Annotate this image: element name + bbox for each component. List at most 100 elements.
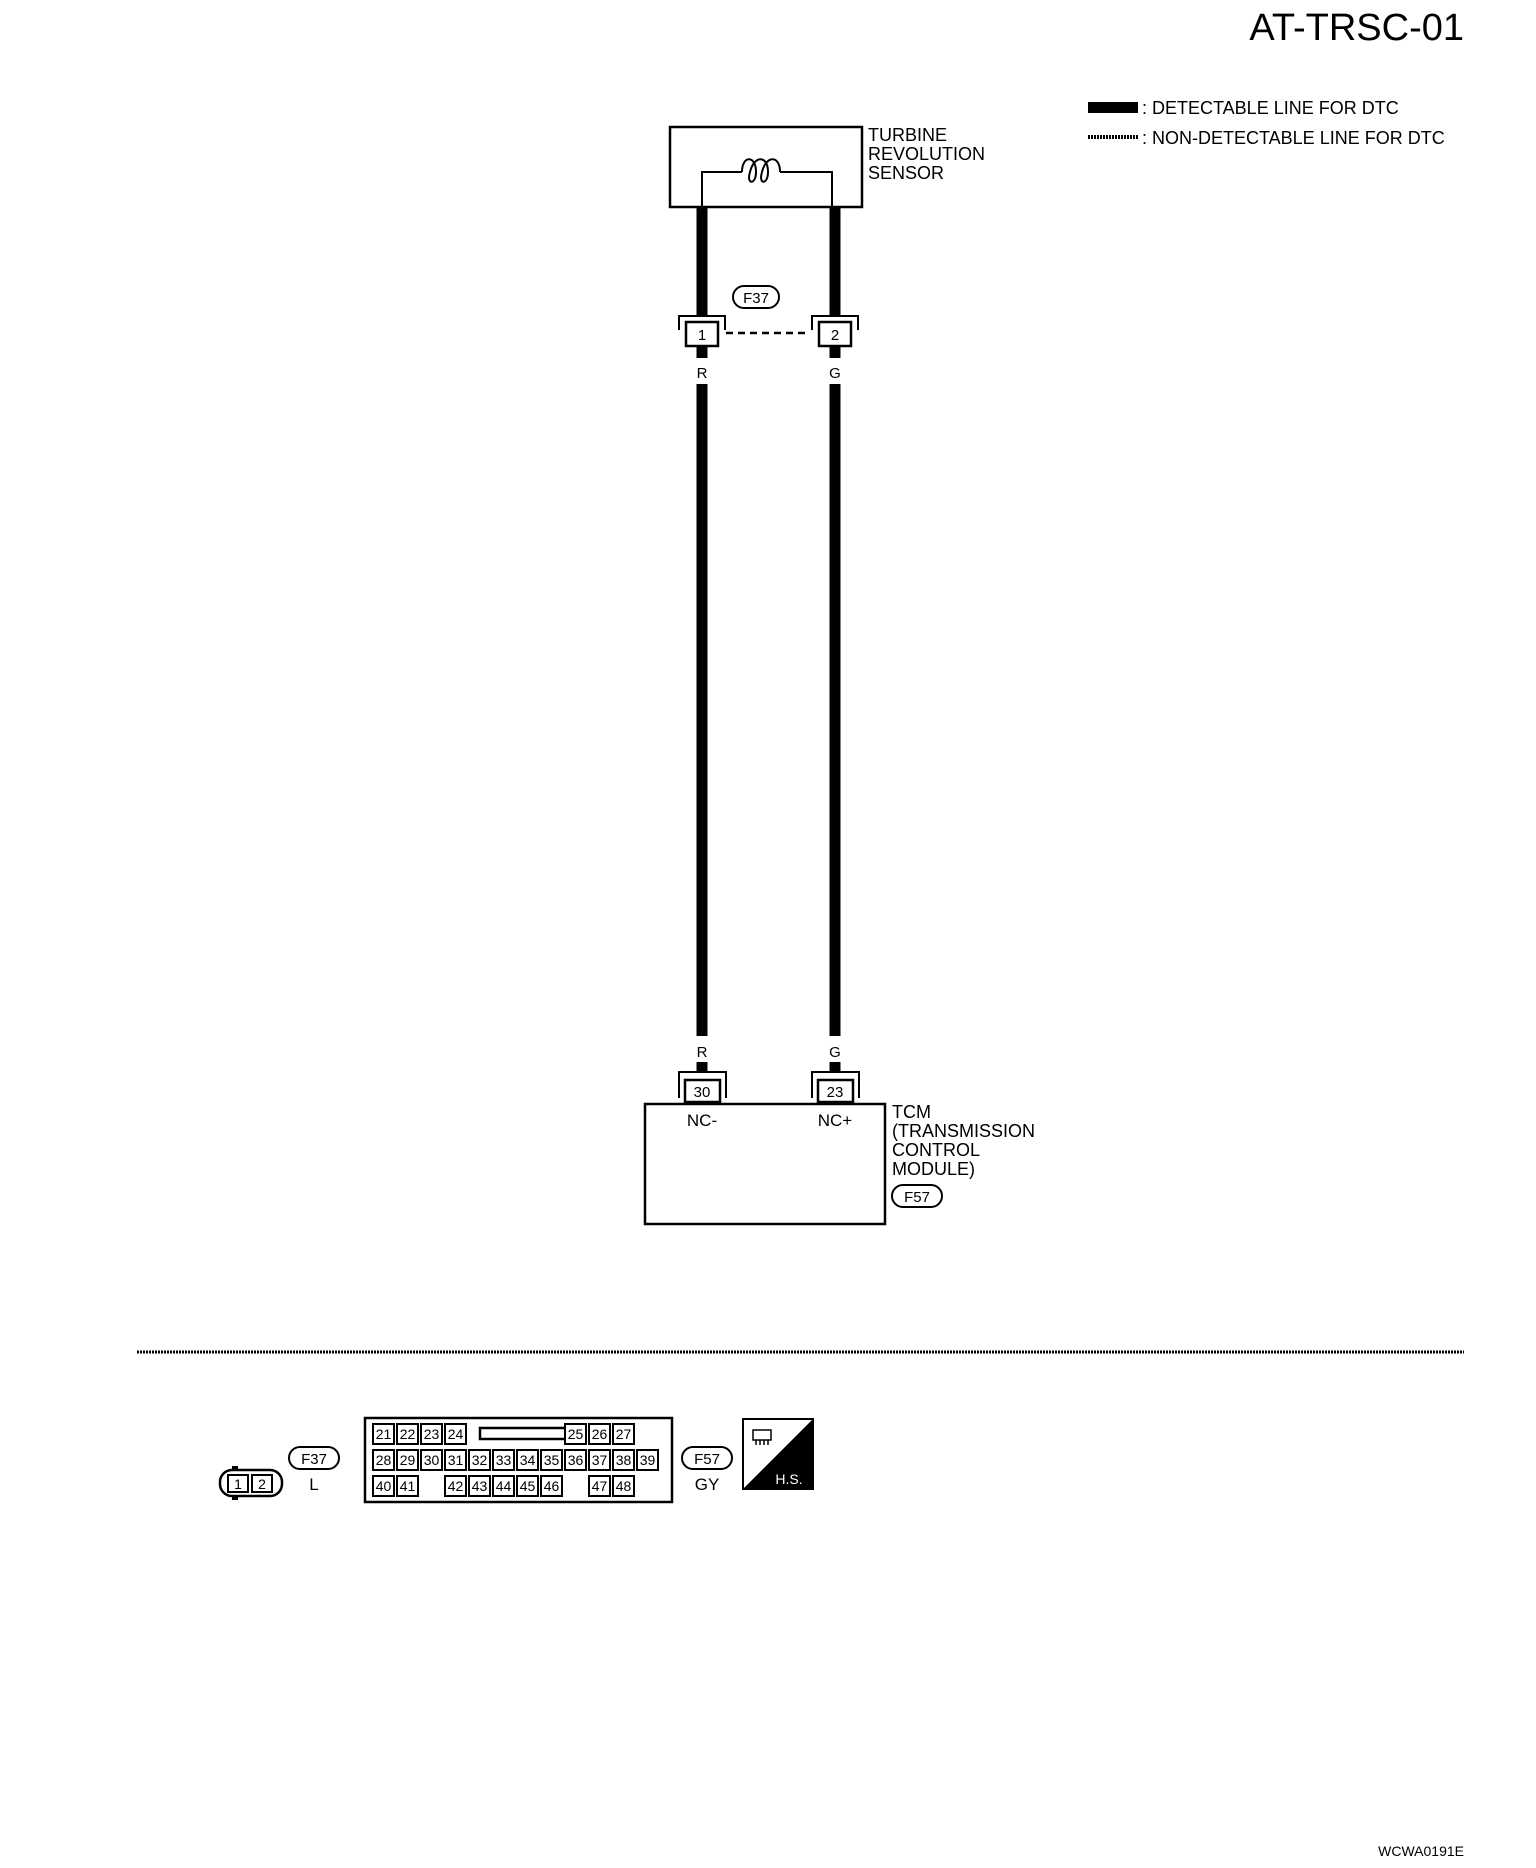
sensor-box bbox=[668, 125, 864, 209]
f57-cavity-label: 29 bbox=[400, 1452, 416, 1468]
hs-badge-fill bbox=[743, 1419, 813, 1489]
f57-badge bbox=[891, 1184, 943, 1208]
f57-cavity-label: 36 bbox=[568, 1452, 584, 1468]
f57-cavity-label: 30 bbox=[424, 1452, 440, 1468]
f57-cavity bbox=[636, 1449, 659, 1471]
connector-face-f37: 1 2 F37 L bbox=[218, 1446, 340, 1500]
page-title: AT-TRSC-01 bbox=[1249, 7, 1464, 49]
f57-cavity-label: 35 bbox=[544, 1452, 560, 1468]
f37-pin-2-housing bbox=[811, 315, 859, 330]
tcm-label-line-2: (TRANSMISSION bbox=[892, 1121, 1035, 1141]
figure-id: WCWA0191E bbox=[1378, 1843, 1464, 1859]
f37-badge-label: F37 bbox=[743, 290, 769, 307]
sensor-label-line-1: TURBINE bbox=[868, 125, 947, 145]
f57-cavity-label: 25 bbox=[568, 1426, 584, 1442]
tcm-pin-30-label: 30 bbox=[694, 1084, 711, 1101]
f57-cavity-label: 26 bbox=[592, 1426, 608, 1442]
f57-cavity-label: 22 bbox=[400, 1426, 416, 1442]
f37-face-cavity-1 bbox=[227, 1474, 249, 1493]
f37-pin-2-box bbox=[817, 320, 853, 348]
f57-cavity-label: 31 bbox=[448, 1452, 464, 1468]
f57-cavity bbox=[420, 1449, 443, 1471]
tcm-label-line-1: TCM bbox=[892, 1102, 931, 1122]
f37-pin-2-label: 2 bbox=[831, 327, 839, 344]
f57-cavity bbox=[444, 1475, 467, 1497]
hs-badge-label: H.S. bbox=[775, 1471, 802, 1487]
f37-face-latch-top bbox=[232, 1466, 238, 1471]
f57-cavity bbox=[540, 1475, 563, 1497]
f57-cavity-label: 34 bbox=[520, 1452, 536, 1468]
tcm-signal-nc-plus: NC+ bbox=[818, 1111, 853, 1130]
f37-face-latch-bottom bbox=[232, 1495, 238, 1500]
f57-cavity-label: 24 bbox=[448, 1426, 464, 1442]
wire-r-color-bottom: R bbox=[697, 1044, 708, 1061]
f37-face-cavity-2-label: 2 bbox=[258, 1476, 266, 1492]
tcm-box bbox=[643, 1102, 887, 1226]
f57-cavity bbox=[564, 1423, 587, 1445]
tcm-pin-23-box bbox=[816, 1078, 855, 1104]
tcm-pin-30-housing bbox=[678, 1071, 727, 1098]
f57-cavity-label: 33 bbox=[496, 1452, 512, 1468]
tcm-module: 30 23 NC- NC+ TCM (TRANSMISSION CONTROL … bbox=[643, 1071, 1035, 1226]
f37-badge bbox=[732, 285, 780, 309]
connector-plug-icon bbox=[752, 1429, 772, 1445]
connector-f37: F37 1 2 bbox=[678, 285, 859, 358]
f57-cavity bbox=[372, 1475, 395, 1497]
f57-cavity bbox=[468, 1449, 491, 1471]
legend-detectable-swatch bbox=[1088, 102, 1138, 113]
f57-cavity bbox=[588, 1475, 611, 1497]
f57-cavity bbox=[612, 1475, 635, 1497]
f57-cavity bbox=[372, 1449, 395, 1471]
f37-face-cavity-1-label: 1 bbox=[234, 1476, 242, 1492]
f57-cavity-label: 45 bbox=[520, 1478, 536, 1494]
f57-cavity-label: 47 bbox=[592, 1478, 608, 1494]
wire-r-color-top: R bbox=[697, 365, 708, 382]
tcm-label-line-3: CONTROL bbox=[892, 1140, 980, 1160]
f57-cavity-label: 37 bbox=[592, 1452, 608, 1468]
tcm-pin-23-label: 23 bbox=[827, 1084, 844, 1101]
tcm-signal-nc-minus: NC- bbox=[687, 1111, 717, 1130]
wire-g-color-top: G bbox=[829, 365, 841, 382]
f57-cavity-label: 28 bbox=[376, 1452, 392, 1468]
f37-face-color: L bbox=[309, 1475, 318, 1494]
f57-cavity-label: 42 bbox=[448, 1478, 464, 1494]
f57-badge-label: F57 bbox=[904, 1189, 930, 1206]
sensor-label-line-3: SENSOR bbox=[868, 163, 944, 183]
f57-cavity bbox=[564, 1449, 587, 1471]
f57-cavity bbox=[396, 1423, 419, 1445]
f57-cavity bbox=[588, 1423, 611, 1445]
f37-face-cavity-2 bbox=[251, 1474, 273, 1493]
tcm-label-line-4: MODULE) bbox=[892, 1159, 975, 1179]
f57-cavity bbox=[396, 1475, 419, 1497]
f57-cavity-label: 44 bbox=[496, 1478, 512, 1494]
legend-detectable-label: : DETECTABLE LINE FOR DTC bbox=[1142, 98, 1399, 118]
f37-pin-1-box bbox=[684, 320, 720, 348]
f37-face-badge bbox=[288, 1446, 340, 1470]
sensor-coil-icon bbox=[701, 158, 833, 207]
legend-non-detectable-label: : NON-DETECTABLE LINE FOR DTC bbox=[1142, 128, 1445, 148]
f57-cavity bbox=[540, 1449, 563, 1471]
f57-cavity bbox=[492, 1449, 515, 1471]
f37-pin-1-label: 1 bbox=[698, 327, 706, 344]
f57-cavity-label: 40 bbox=[376, 1478, 392, 1494]
f57-cavity-label: 27 bbox=[616, 1426, 632, 1442]
turbine-revolution-sensor: TURBINE REVOLUTION SENSOR bbox=[668, 125, 985, 209]
f57-face-color: GY bbox=[695, 1475, 720, 1494]
f57-cavity bbox=[420, 1423, 443, 1445]
f57-cavity-label: 48 bbox=[616, 1478, 632, 1494]
f57-cavity bbox=[444, 1449, 467, 1471]
f57-cavity bbox=[492, 1475, 515, 1497]
f57-cavity bbox=[612, 1449, 635, 1471]
wire-g-color-bottom: G bbox=[829, 1044, 841, 1061]
f57-cavity bbox=[372, 1423, 395, 1445]
f57-cavity bbox=[588, 1449, 611, 1471]
f37-pin-1-housing bbox=[678, 315, 726, 330]
f57-cavity-label: 21 bbox=[376, 1426, 392, 1442]
hs-harness-side-badge: H.S. bbox=[742, 1418, 814, 1490]
f37-face-badge-label: F37 bbox=[301, 1451, 327, 1468]
tcm-pin-30-box bbox=[683, 1078, 722, 1104]
f57-cavity bbox=[516, 1475, 539, 1497]
